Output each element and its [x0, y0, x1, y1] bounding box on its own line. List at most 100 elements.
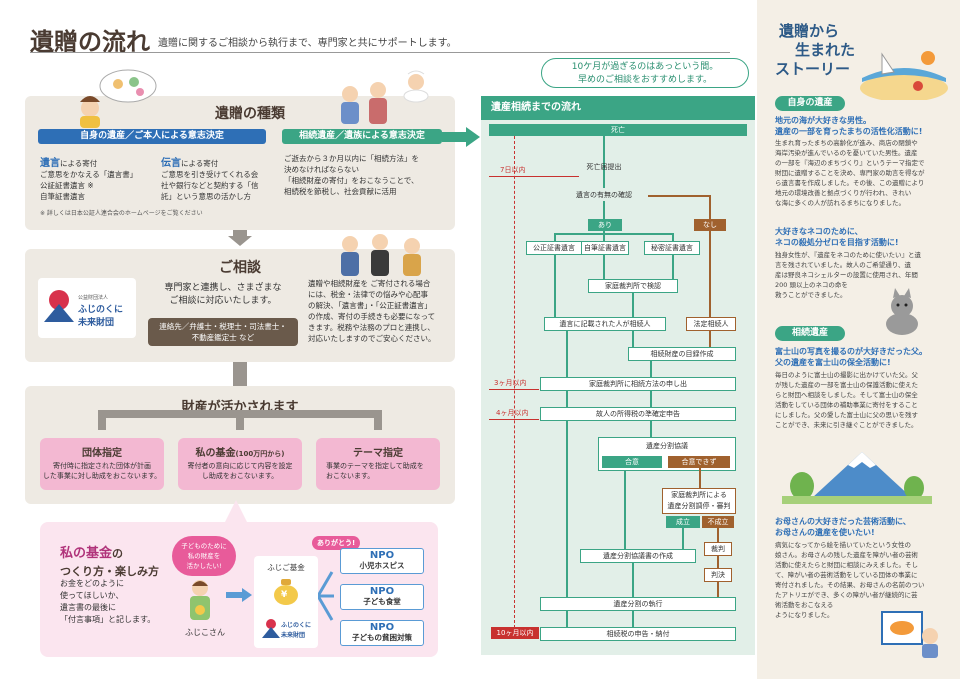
story4-head-line: お母さんの遺産を使いたい! [775, 528, 875, 537]
flow-line-none [648, 195, 710, 197]
flow-line [603, 201, 605, 219]
story-line: 娘さん。お母さんの残した遺産を障がい者の芸術 [775, 551, 918, 559]
flow-method: 家庭裁判所に相続方法の申し出 [540, 377, 736, 391]
foundation-mark-icon [44, 290, 74, 322]
fund-body: お金をどのように 使ってほしいか、 遺言書の最後に 「付言事項」と記します。 [60, 578, 155, 626]
npo-name: 小児ホスピス [359, 561, 405, 570]
deadline-4months: 4ヶ月以内 [496, 409, 529, 417]
cat-illustration [886, 288, 918, 335]
consult-body-line: 対応いたしますのでご安心ください。 [308, 334, 436, 343]
inherited-estate-tab: 相続遺産／遺族による意志決定 [282, 129, 442, 144]
foundation-logo: 公益財団法人 ふじのくに 未来財団 [38, 278, 136, 338]
stories-title-line: ストーリー [775, 60, 851, 78]
deadline-line [489, 389, 539, 390]
timeline-dashed [514, 136, 515, 628]
mount-fuji-illustration [782, 452, 932, 504]
consultation-people-illustration [341, 234, 421, 276]
fund-title: 私の基金の つくり方・楽しみ方 [60, 542, 159, 579]
flow-yes: あり [588, 219, 622, 231]
npo-name: 子ども食堂 [363, 597, 401, 606]
izou-label: 遺言 [40, 158, 60, 169]
consult-title: ご相談 [219, 260, 261, 276]
own-estate-tab: 自身の遺産／ご本人による意志決定 [38, 129, 266, 144]
flow-execute: 遺産分割の執行 [540, 597, 736, 611]
fund-pointer [224, 500, 248, 524]
use-item-line: 寄付時に指定された団体が計画 [53, 462, 151, 470]
flow-line-none [717, 556, 719, 568]
story-line: 毎日のように富士山の撮影に出かけていた父。父 [775, 371, 918, 379]
flow-line [650, 361, 652, 377]
fan-arrows-icon [318, 571, 334, 621]
flow-disagree: 合意できず [668, 456, 730, 468]
fund-body-line: 使ってほしいか、 [60, 591, 124, 600]
story1-head: 地元の海が大好きな男性。 遺産の一部を育ったまちの活性化活動に! [775, 115, 955, 137]
story-line: が残した遺産の一部を富士山の保護活動に使えた [775, 381, 918, 389]
story3-head-line: 富士山の写真を撮るのが大好きだった父。 [775, 347, 927, 356]
deadline-3months: 3ヶ月以内 [494, 379, 527, 387]
stories-title-line: 生まれた [795, 41, 856, 59]
flow-no: なし [694, 219, 726, 231]
fund-title-b: の [112, 547, 124, 560]
story-line: 救うことができました。 [775, 291, 847, 299]
flow-verdict: 判決 [704, 568, 732, 582]
division-label: 遺産分割協議 [646, 442, 688, 450]
consult-lead-line: ご相談に対応いたします。 [169, 296, 277, 306]
flow-line [650, 421, 652, 437]
callout-bubble: 10ケ月が過ぎるのはあっという間。 早めのご相談をおすすめします。 [541, 58, 749, 88]
woman-thinking-illustration [80, 69, 157, 128]
mediation-line: 家庭裁判所による [671, 491, 727, 499]
story-line: 200 頭以上のネコの命を [775, 281, 848, 289]
flow-line [682, 528, 684, 549]
story-line: 産は野良ネコシェルターの設置に使用され、年間 [775, 271, 918, 279]
bubble-line: 子どものために [181, 542, 227, 550]
story-line: 生まれ育ったまちの高齢化が進み、商店の閉鎖や [775, 139, 918, 147]
center-logo-1: ふじのくに [281, 622, 312, 629]
consult-body-line: には、税金・法律での悩みや心配事 [308, 290, 428, 299]
title-divider [30, 52, 730, 53]
izou-lines: ご意思をかなえる「遺言書」 公証証書遺言 ※ 自筆証書遺言 [40, 169, 137, 202]
flow-will-handwritten: 自筆証書遺言 [581, 241, 629, 255]
types-title: 遺贈の種類 [215, 106, 285, 122]
flow-header: 遺産相続までの流れ [481, 96, 755, 120]
story4-head-line: お母さんの大好きだった芸術活動に、 [775, 517, 911, 526]
experts-line: 連絡先／弁護士・税理士・司法書士・ [159, 322, 287, 331]
npo-label: NPO [369, 622, 395, 633]
inherit-line: 相続税を節税し、社会貢献に活用 [284, 187, 397, 196]
story-line: にしました。父の愛した富士山に父の思いを残す [775, 411, 918, 419]
use-item-line: した事業に対し助成をおこないます。 [42, 472, 162, 480]
use-group-designated: 団体指定 寄付時に指定された団体が計画 した事業に対し助成をおこないます。 [40, 438, 164, 490]
story1-head-line: 遺産の一部を育ったまちの活性化活動に! [775, 127, 923, 136]
use-item-line: 寄付者の意向に応じて内容を設定 [187, 462, 293, 470]
stories-title-line: 遺贈から [779, 22, 840, 40]
use-item-name: テーマ指定 [353, 448, 403, 459]
story-line: 寄付されました。その結果、お母さんの名前のつい [775, 581, 925, 589]
center-logo-mark-icon [262, 619, 280, 638]
experts-line: 不動産鑑定士 など [191, 333, 255, 342]
npo-name: 子どもの貧困対策 [352, 633, 412, 642]
money-bag-icon [274, 579, 298, 605]
izou-line: 自筆証書遺言 [40, 192, 85, 201]
fund-speech-bubble: 子どものために 私の財産を 活かしたい! [172, 536, 236, 576]
story-tag-inherit: 相続遺産 [775, 326, 845, 341]
story-line: の一部を『海辺のまちづくり』というテーマ指定で [775, 159, 925, 167]
bubble-line: 活かしたい! [186, 562, 222, 570]
branch-left [98, 410, 106, 430]
painting-illustration [881, 611, 938, 658]
inherit-line: 「相続財産の寄付」をおこなうことで、 [284, 176, 419, 185]
deadline-line [489, 419, 539, 420]
story-line: 病気になってから絵を描いていたという女性の [775, 541, 911, 549]
story-line: な海に多くの人が訪れるまちになりました。 [775, 199, 905, 207]
story-line: 術活動をおこなえる [775, 601, 834, 609]
beach-illustration [860, 51, 948, 100]
stories-title: 遺贈から 生まれた ストーリー [775, 22, 855, 79]
npo-kids-cafeteria: NPO 子ども食堂 [340, 584, 424, 610]
consult-body-line: 遺贈や相続財産を ご寄付される場合 [308, 279, 431, 288]
flow-line-none [717, 582, 719, 598]
logo-name-2: 未来財団 [78, 318, 115, 328]
consult-body-line: の解決、「遺言書」・「公正証書遺言」 [308, 301, 432, 310]
arrow-right-icon [226, 588, 252, 602]
flow-line [603, 136, 605, 188]
coin-symbol: ¥ [281, 590, 288, 600]
flow-notice: 死亡届提出 [586, 163, 622, 171]
dengon-line: 託」という意思の活かし方 [161, 192, 251, 201]
